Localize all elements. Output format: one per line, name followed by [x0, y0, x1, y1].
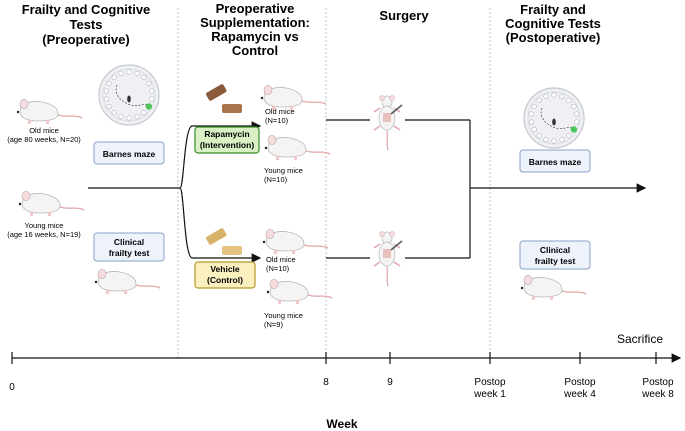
svg-text:Young mice: Young mice	[264, 311, 303, 320]
svg-text:Old mice: Old mice	[29, 126, 59, 135]
rapamycin-old-label: Old mice (N=10)	[265, 107, 295, 125]
svg-text:(N=9): (N=9)	[264, 320, 283, 329]
svg-text:(age 80 weeks, N=20): (age 80 weeks, N=20)	[7, 135, 81, 144]
header-postop-line2: Cognitive Tests	[505, 16, 601, 31]
rapamycin-label: Rapamycin (Intervention)	[200, 129, 254, 150]
column-separators	[177, 8, 491, 358]
svg-text:Old mice: Old mice	[266, 255, 296, 264]
header-preop-tests: Frailty and Cognitive Tests (Preoperativ…	[22, 2, 151, 47]
svg-text:Vehicle: Vehicle	[210, 264, 240, 274]
barnes-maze-post-label: Barnes maze	[529, 157, 582, 167]
old-mouse-icon	[16, 98, 83, 125]
tick-0: 0	[9, 382, 15, 393]
tick-postop-week1-line2: week 1	[473, 389, 506, 400]
header-postop-line1: Frailty and	[520, 2, 586, 17]
header-supp-line3: Rapamycin vs	[211, 29, 298, 44]
header-supplementation: Preoperative Supplementation: Rapamycin …	[200, 1, 310, 58]
svg-text:Young mice: Young mice	[264, 166, 303, 175]
header-preop-line2: Tests	[70, 17, 103, 32]
vehicle-old-mouse-icon	[262, 228, 329, 255]
header-preop-line1: Frailty and Cognitive	[22, 2, 151, 17]
vehicle-young-mouse-icon	[266, 278, 333, 305]
timeline-axis-label: Week	[326, 417, 357, 431]
sacrifice-label: Sacrifice	[617, 332, 663, 346]
frailty-pre-box	[93, 232, 165, 262]
rapamycin-box	[194, 126, 260, 154]
old-cohort-label: Old mice (age 80 weeks, N=20)	[7, 126, 81, 144]
header-postop-tests: Frailty and Cognitive Tests (Postoperati…	[505, 2, 601, 45]
frailty-pre-label: Clinical frailty test	[109, 237, 150, 258]
tick-postop-week1-line1: Postop	[474, 377, 506, 388]
vehicle-old-label: Old mice (N=10)	[266, 255, 296, 273]
svg-text:(Intervention): (Intervention)	[200, 140, 254, 150]
rapamycin-pellets-icon	[206, 84, 242, 113]
svg-text:(age 16 weeks, N=19): (age 16 weeks, N=19)	[7, 230, 81, 239]
rapamycin-young-label: Young mice (N=10)	[264, 166, 303, 184]
arrow-to-vehicle	[179, 187, 262, 263]
svg-text:(N=10): (N=10)	[266, 264, 290, 273]
tick-postop-week4-line2: week 4	[563, 389, 596, 400]
frailty-pre-mouse-icon	[94, 268, 161, 295]
barnes-maze-pre-box	[93, 141, 165, 165]
young-cohort-label: Young mice (age 16 weeks, N=19)	[7, 221, 81, 239]
young-mouse-icon	[18, 190, 85, 217]
rapamycin-young-mouse-icon	[264, 134, 331, 161]
timeline-tick-labels: 0 8 9 Postop week 1 Postop week 4 Postop…	[9, 377, 674, 400]
vehicle-label: Vehicle (Control)	[207, 264, 243, 285]
svg-text:Old mice: Old mice	[265, 107, 295, 116]
svg-text:frailty test: frailty test	[109, 248, 150, 258]
flow-lines	[88, 119, 647, 263]
vehicle-pellets-icon	[206, 228, 242, 255]
barnes-maze-post-box	[519, 149, 591, 173]
barnes-maze-post-icon	[523, 87, 585, 149]
svg-text:Young mice: Young mice	[25, 221, 64, 230]
header-supp-line1: Preoperative	[216, 1, 295, 16]
vehicle-box	[194, 261, 256, 289]
svg-text:(N=10): (N=10)	[265, 116, 289, 125]
barnes-maze-pre-icon	[98, 64, 160, 126]
barnes-maze-pre-label: Barnes maze	[103, 149, 156, 159]
arrow-to-rapamycin	[179, 121, 262, 189]
svg-text:frailty test: frailty test	[535, 256, 576, 266]
tick-postop-week4-line1: Postop	[564, 377, 596, 388]
frailty-post-box	[519, 240, 591, 270]
svg-text:Rapamycin: Rapamycin	[204, 129, 249, 139]
svg-text:(Control): (Control)	[207, 275, 243, 285]
frailty-post-label: Clinical frailty test	[535, 245, 576, 266]
frailty-post-mouse-icon	[520, 274, 587, 301]
timeline-ticks	[11, 352, 657, 364]
tick-postop-week8-line2: week 8	[641, 389, 674, 400]
vehicle-young-label: Young mice (N=9)	[264, 311, 303, 329]
header-supp-line4: Control	[232, 43, 278, 58]
tick-postop-week8-line1: Postop	[642, 377, 674, 388]
header-surgery: Surgery	[379, 8, 429, 23]
surgery-mouse-top-icon	[373, 94, 403, 151]
svg-text:(N=10): (N=10)	[264, 175, 288, 184]
header-supp-line2: Supplementation:	[200, 15, 310, 30]
tick-8: 8	[323, 377, 329, 388]
header-preop-line3: (Preoperative)	[42, 32, 129, 47]
surgery-mouse-bottom-icon	[373, 230, 403, 287]
svg-text:Clinical: Clinical	[540, 245, 570, 255]
header-postop-line3: (Postoperative)	[506, 30, 601, 45]
svg-text:Clinical: Clinical	[114, 237, 144, 247]
tick-9: 9	[387, 377, 393, 388]
